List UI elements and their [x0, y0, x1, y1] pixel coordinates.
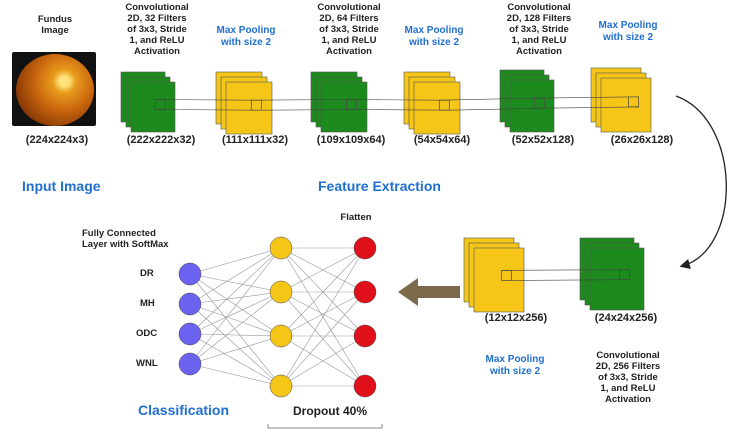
kernel-connector: [511, 279, 630, 281]
network-edge: [189, 303, 282, 337]
pool4-dims: (12x12x256): [484, 312, 548, 324]
pool2-block-layer: [413, 81, 461, 135]
kernel-connector: [251, 99, 347, 101]
conv2-block-layer: [320, 81, 368, 133]
conv4-block: [579, 237, 645, 311]
fundus-retina: [16, 54, 94, 126]
kernel-connector: [356, 109, 450, 111]
pool2-block: [403, 71, 461, 135]
network-edge: [280, 335, 366, 387]
kernel-connector: [439, 97, 535, 101]
conv2-label: Convolutional 2D, 64 Filters of 3x3, Str…: [317, 2, 381, 57]
pool2-dims: (54x54x64): [413, 134, 471, 146]
dropout-label: Dropout 40%: [292, 404, 367, 418]
conv1-label: Convolutional 2D, 32 Filters of 3x3, Str…: [125, 2, 189, 57]
output-node: [178, 352, 202, 376]
network-edge: [189, 303, 282, 387]
input-title: Fundus Image: [37, 14, 73, 36]
pool1-dims: (111x111x32): [221, 134, 289, 146]
conv4-label: Convolutional 2D, 256 Filters of 3x3, St…: [595, 350, 661, 405]
network-edge: [189, 247, 282, 335]
conv1-dims: (222x222x32): [126, 134, 196, 146]
conv3-block: [499, 69, 555, 133]
network-edge: [189, 247, 282, 305]
feature-extraction-title: Feature Extraction: [318, 178, 441, 194]
network-edge: [189, 247, 282, 275]
pool3-label: Max Pooling with size 2: [598, 20, 658, 43]
kernel-connector: [155, 99, 252, 101]
conv4-block-layer: [589, 247, 645, 311]
hidden-node: [269, 236, 293, 260]
pool1-block-layer: [225, 81, 273, 135]
conv4-dims: (24x24x256): [594, 312, 658, 324]
kernel-connector: [261, 109, 357, 111]
flatten-node: [353, 236, 377, 260]
network-edge: [189, 291, 282, 335]
class-label-dr: DR: [140, 268, 154, 279]
kernel-connector: [544, 106, 639, 109]
hidden-node: [269, 280, 293, 304]
pool1-label: Max Pooling with size 2: [216, 25, 276, 48]
pool4-label: Max Pooling with size 2: [485, 354, 545, 377]
conv3-dims: (52x52x128): [511, 134, 575, 146]
input-section-title: Input Image: [22, 178, 101, 194]
flatten-label: Flatten: [340, 212, 372, 223]
dropout-bracket: [267, 424, 383, 429]
conv3-block-layer: [509, 79, 555, 133]
fc-label: Fully Connected Layer with SoftMax: [82, 228, 169, 250]
flatten-node: [353, 374, 377, 398]
big-arrow: [398, 278, 460, 306]
output-node: [178, 262, 202, 286]
network-edge: [280, 247, 366, 293]
conv3-label: Convolutional 2D, 128 Filters of 3x3, St…: [506, 2, 572, 57]
flatten-node: [353, 324, 377, 348]
network-edge: [280, 247, 366, 337]
conv1-block: [120, 71, 176, 133]
class-label-mh: MH: [140, 298, 155, 309]
kernel-connector: [346, 99, 440, 101]
hidden-node: [269, 324, 293, 348]
conv1-block-layer: [130, 81, 176, 133]
class-label-odc: ODC: [136, 328, 158, 339]
network-edge: [280, 247, 366, 387]
pool2-label: Max Pooling with size 2: [404, 25, 464, 48]
network-edge: [189, 247, 282, 365]
hidden-node: [269, 374, 293, 398]
kernel-connector: [534, 96, 629, 99]
output-node: [178, 322, 202, 346]
network-edge: [189, 291, 282, 365]
pool3-block: [590, 67, 652, 133]
network-edge: [280, 291, 366, 387]
network-edge: [189, 273, 282, 337]
network-edge: [189, 333, 282, 387]
conv2-dims: (109x109x64): [316, 134, 386, 146]
fundus-image: [12, 52, 96, 126]
pool1-block: [215, 71, 273, 135]
kernel-connector: [449, 107, 545, 111]
classification-title: Classification: [138, 402, 230, 418]
wrap-arrow: [675, 95, 727, 269]
flatten-node: [353, 280, 377, 304]
network-edge: [280, 291, 366, 337]
kernel-connector: [165, 109, 262, 111]
conv2-block: [310, 71, 368, 133]
pool3-dims: (26x26x128): [610, 134, 674, 146]
input-dims: (224x224x3): [25, 134, 89, 146]
kernel-connector: [501, 269, 620, 271]
pool3-block-layer: [600, 77, 652, 133]
pool4-block: [463, 237, 525, 313]
network-edge: [189, 273, 282, 293]
network-edge: [189, 335, 282, 365]
pool4-block-layer: [473, 247, 525, 313]
class-label-wnl: WNL: [136, 358, 158, 369]
output-node: [178, 292, 202, 316]
network-edge: [189, 291, 282, 305]
network-edge: [189, 273, 282, 387]
network-edge: [189, 333, 282, 337]
network-edge: [189, 363, 282, 387]
